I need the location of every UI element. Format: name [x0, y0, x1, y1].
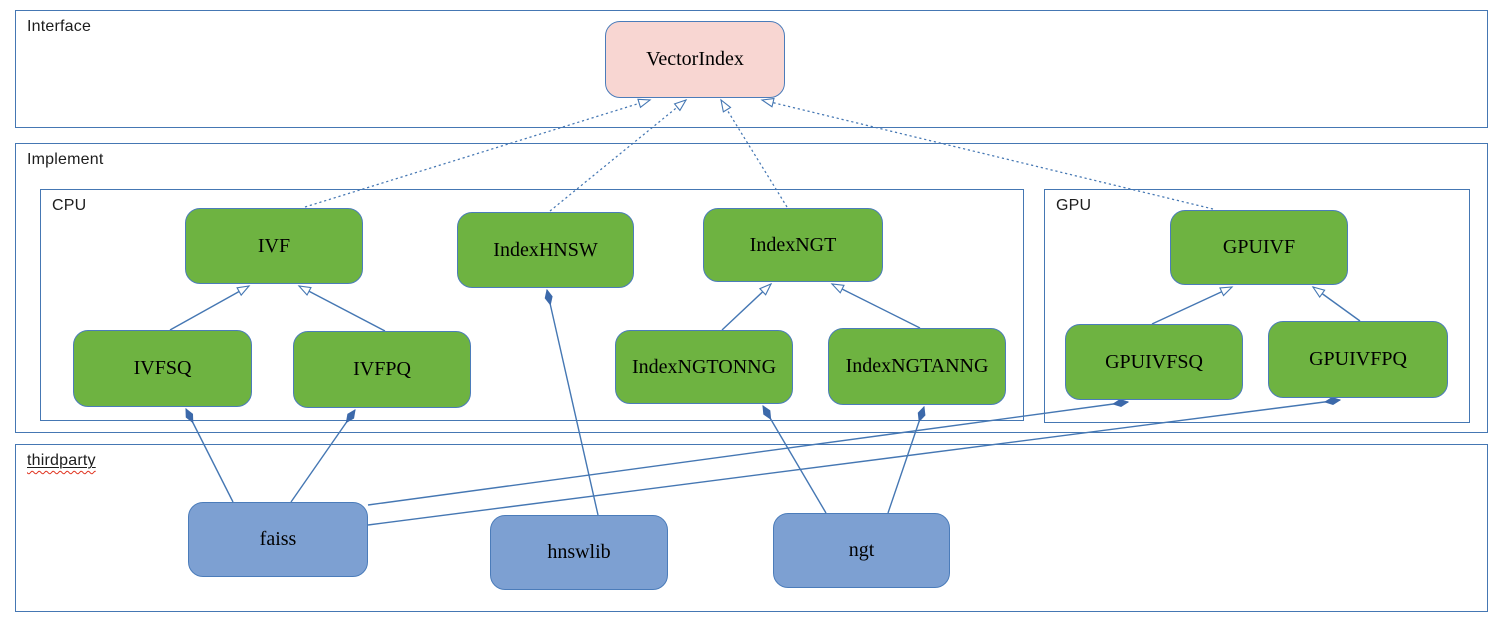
node-gpuivf[interactable]: GPUIVF	[1170, 210, 1348, 285]
node-faiss[interactable]: faiss	[188, 502, 368, 577]
node-indexhnsw[interactable]: IndexHNSW	[457, 212, 634, 288]
container-thirdparty-label: thirdparty	[27, 452, 96, 470]
node-ivf[interactable]: IVF	[185, 208, 363, 284]
node-ngt-label: ngt	[848, 539, 875, 561]
node-indexngt[interactable]: IndexNGT	[703, 208, 883, 282]
node-gpuivfsq[interactable]: GPUIVFSQ	[1065, 324, 1243, 400]
node-vectorindex-label: VectorIndex	[646, 48, 744, 70]
node-hnswlib-label: hnswlib	[547, 541, 611, 563]
container-implement-label: Implement	[27, 151, 104, 168]
node-gpuivfpq-label: GPUIVFPQ	[1309, 348, 1407, 370]
node-ngt[interactable]: ngt	[773, 513, 950, 588]
container-cpu-label: CPU	[52, 197, 87, 214]
node-gpuivfsq-label: GPUIVFSQ	[1105, 350, 1203, 373]
node-indexhnsw-label: IndexHNSW	[493, 238, 598, 261]
container-interface-label: Interface	[27, 18, 92, 35]
node-indexngtonng[interactable]: IndexNGTONNG	[615, 330, 793, 404]
node-indexngtanng[interactable]: IndexNGTANNG	[828, 328, 1006, 405]
node-ivfsq[interactable]: IVFSQ	[73, 330, 252, 407]
node-gpuivf-label: GPUIVF	[1222, 236, 1296, 258]
container-thirdparty-label-text: thirdparty	[27, 452, 96, 469]
node-faiss-label: faiss	[259, 528, 297, 550]
node-gpuivfpq[interactable]: GPUIVFPQ	[1268, 321, 1448, 398]
node-indexngtonng-label: IndexNGTONNG	[631, 355, 777, 378]
container-gpu-label: GPU	[1056, 197, 1092, 214]
node-indexngtanng-label: IndexNGTANNG	[845, 355, 989, 377]
node-ivfpq-label: IVFPQ	[353, 358, 411, 380]
node-vectorindex[interactable]: VectorIndex	[605, 21, 785, 98]
node-ivf-label: IVF	[257, 234, 291, 257]
node-indexngt-label: IndexNGT	[749, 233, 837, 256]
node-hnswlib[interactable]: hnswlib	[490, 515, 668, 590]
node-ivfsq-label: IVFSQ	[133, 357, 192, 379]
node-ivfpq[interactable]: IVFPQ	[293, 331, 471, 408]
